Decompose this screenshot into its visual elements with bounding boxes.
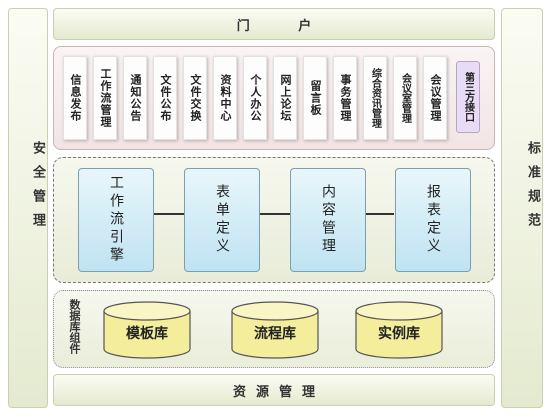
database-components-label: 数据库组件: [68, 299, 81, 354]
engine-content-management: 内容管理: [290, 168, 366, 272]
module-label: 通知公告: [129, 74, 142, 122]
cylinder-icon: [355, 301, 443, 359]
database-item-label: 模板库: [126, 326, 168, 342]
engine-panel: 工作流引擎 表单定义 内容管理 报表定义: [53, 157, 495, 283]
resource-management-bar: 资源管理: [53, 374, 495, 406]
module-news-management: 综合资讯管理: [363, 56, 387, 140]
resource-management-label: 资源管理: [232, 384, 325, 400]
application-modules-panel: 信息发布 工作流管理 通知公告 文件公布 文件交换 资料中心 个人办公 网上论坛…: [53, 46, 495, 150]
module-notices: 通知公告: [123, 56, 147, 140]
module-meeting-room-management: 会议室管理: [393, 56, 417, 140]
module-document-publish: 文件公布: [153, 56, 177, 140]
module-meeting-management: 会议管理: [423, 56, 447, 140]
cylinder-icon: [103, 301, 191, 359]
module-label: 个人办公: [249, 74, 262, 122]
engine-label: 工作流引擎: [108, 175, 124, 265]
standards-label: 标准规范: [525, 141, 540, 237]
module-affairs-management: 事务管理: [333, 56, 357, 140]
process-library-cylinder: 流程库: [230, 301, 320, 359]
module-label: 文件交换: [189, 74, 202, 122]
module-resource-center: 资料中心: [213, 56, 237, 140]
module-forum: 网上论坛: [273, 56, 297, 140]
template-library-cylinder: 模板库: [102, 301, 192, 359]
module-label: 综合资讯管理: [369, 68, 381, 128]
security-management-panel: 安全管理: [8, 8, 48, 408]
portal-label: 门 户: [236, 18, 334, 34]
module-info-release: 信息发布: [63, 56, 87, 140]
instance-library-cylinder: 实例库: [354, 301, 444, 359]
third-party-interface: 第三方接口: [456, 61, 480, 133]
standards-panel: 标准规范: [501, 8, 543, 408]
module-label: 留言板: [309, 80, 322, 116]
database-item-label: 流程库: [254, 326, 296, 342]
module-document-exchange: 文件交换: [183, 56, 207, 140]
portal-bar: 门 户: [53, 8, 495, 40]
module-label: 资料中心: [219, 74, 232, 122]
third-party-label: 第三方接口: [462, 72, 474, 122]
engine-label: 内容管理: [320, 184, 336, 256]
engine-report-definition: 报表定义: [395, 168, 471, 272]
engine-label: 报表定义: [425, 184, 441, 256]
module-workflow-management: 工作流管理: [93, 56, 117, 140]
database-panel: 数据库组件 模板库 流程库 实例库: [53, 290, 495, 368]
module-label: 会议管理: [429, 74, 442, 122]
module-label: 事务管理: [339, 74, 352, 122]
module-label: 文件公布: [159, 74, 172, 122]
module-message-board: 留言板: [303, 56, 327, 140]
security-management-label: 安全管理: [30, 141, 45, 237]
cylinder-icon: [231, 301, 319, 359]
module-label: 工作流管理: [99, 68, 112, 128]
engine-workflow: 工作流引擎: [78, 168, 154, 272]
module-label: 网上论坛: [279, 74, 292, 122]
module-label: 会议室管理: [399, 73, 411, 123]
database-item-label: 实例库: [378, 326, 420, 342]
module-personal-office: 个人办公: [243, 56, 267, 140]
engine-connector-line: [154, 213, 394, 215]
engine-form-definition: 表单定义: [184, 168, 260, 272]
module-label: 信息发布: [69, 74, 82, 122]
engine-label: 表单定义: [214, 184, 230, 256]
